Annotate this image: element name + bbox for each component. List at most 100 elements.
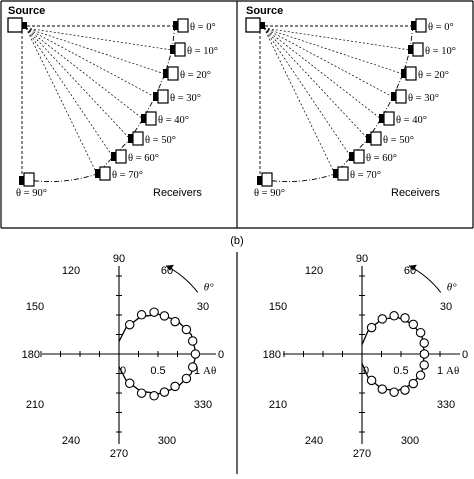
receiver-angle-label: θ = 40° bbox=[158, 115, 189, 126]
data-point bbox=[136, 388, 147, 398]
angle-label: 120 bbox=[305, 265, 323, 277]
rotation-arrowhead bbox=[165, 264, 174, 271]
rotation-label: θ° bbox=[447, 281, 457, 293]
receiver-angle-label: θ = 0° bbox=[190, 22, 216, 33]
receiver-transducer bbox=[170, 45, 175, 54]
receiver-box bbox=[23, 172, 35, 187]
angle-label: 180 bbox=[263, 349, 281, 361]
receiver-box bbox=[337, 166, 349, 181]
receiver-transducer bbox=[128, 134, 133, 143]
receiver-angle-label: θ = 60° bbox=[128, 153, 159, 164]
ray-line bbox=[263, 27, 394, 98]
ray-line bbox=[263, 27, 352, 158]
angle-label: 150 bbox=[26, 301, 44, 313]
receiver-angle-label: θ = 30° bbox=[408, 93, 439, 104]
radial-tick-label: 0 bbox=[120, 365, 126, 377]
receiver-angle-label: θ = 10° bbox=[425, 46, 456, 57]
receiver-transducer bbox=[391, 92, 396, 101]
receiver-angle-label: θ = 90° bbox=[16, 188, 47, 199]
radial-axis-label: Aθ bbox=[203, 365, 216, 377]
angle-label: 30 bbox=[440, 301, 452, 313]
radial-axis-label: Aθ bbox=[446, 365, 459, 377]
receiver-box bbox=[145, 111, 157, 126]
angle-label: 240 bbox=[62, 435, 80, 447]
data-point bbox=[124, 378, 135, 389]
receiver-box bbox=[115, 149, 127, 164]
angle-label: 180 bbox=[22, 349, 40, 361]
ray-line bbox=[25, 27, 166, 75]
receiver-angle-label: θ = 70° bbox=[112, 170, 143, 181]
angle-label: 330 bbox=[437, 399, 455, 411]
source-transducer bbox=[260, 22, 265, 29]
receiver-transducer bbox=[401, 69, 406, 78]
receiver-transducer bbox=[95, 169, 100, 178]
radial-tick-label: 1 bbox=[194, 365, 200, 377]
data-point bbox=[389, 387, 399, 397]
data-point bbox=[170, 316, 180, 327]
receiver-transducer bbox=[141, 114, 146, 123]
receiver-angle-label: θ = 30° bbox=[170, 93, 201, 104]
radial-tick-label: 0.5 bbox=[150, 365, 165, 377]
source-box bbox=[245, 17, 261, 33]
receiver-transducer bbox=[379, 114, 384, 123]
receiver-angle-label: θ = 40° bbox=[396, 115, 427, 126]
receiver-box bbox=[405, 66, 417, 81]
receiver-transducer bbox=[366, 134, 371, 143]
receivers-label: Receivers bbox=[153, 187, 202, 199]
radial-tick-label: 0.5 bbox=[393, 365, 408, 377]
angle-label: 210 bbox=[269, 399, 287, 411]
angle-label: 90 bbox=[113, 253, 125, 265]
receiver-angle-label: θ = 50° bbox=[145, 135, 176, 146]
angle-label: 240 bbox=[305, 435, 323, 447]
data-point bbox=[419, 338, 429, 348]
receiver-box bbox=[412, 42, 424, 57]
angle-label: 0 bbox=[462, 349, 468, 361]
ray-line bbox=[25, 27, 114, 158]
angle-label: 30 bbox=[197, 301, 209, 313]
rotation-arrowhead bbox=[408, 264, 417, 271]
data-point bbox=[400, 385, 410, 395]
ray-line bbox=[263, 27, 369, 140]
ray-line bbox=[263, 27, 404, 75]
receiver-transducer bbox=[257, 176, 262, 185]
data-point bbox=[124, 319, 135, 330]
data-point bbox=[415, 327, 426, 338]
receiver-angle-label: θ = 90° bbox=[254, 188, 285, 199]
angle-label: 300 bbox=[401, 435, 419, 447]
source-label: Source bbox=[8, 5, 45, 17]
receiver-angle-label: θ = 50° bbox=[383, 135, 414, 146]
data-point bbox=[419, 349, 430, 359]
data-point bbox=[389, 311, 399, 321]
receiver-angle-label: θ = 20° bbox=[418, 70, 449, 81]
data-point bbox=[366, 375, 377, 386]
data-point bbox=[408, 378, 419, 389]
receiver-transducer bbox=[111, 152, 116, 161]
angle-label: 90 bbox=[356, 253, 368, 265]
rotation-label: θ° bbox=[204, 281, 214, 293]
data-point bbox=[415, 370, 426, 381]
receiver-angle-label: θ = 60° bbox=[366, 153, 397, 164]
data-point bbox=[159, 311, 170, 321]
data-point bbox=[377, 314, 388, 324]
receiver-transducer bbox=[153, 92, 158, 101]
receiver-box bbox=[99, 166, 111, 181]
data-point bbox=[377, 384, 388, 394]
receiver-box bbox=[383, 111, 395, 126]
receiver-transducer bbox=[19, 176, 24, 185]
angle-label: 150 bbox=[269, 301, 287, 313]
angle-label: 270 bbox=[110, 448, 128, 460]
data-point bbox=[159, 387, 170, 397]
data-point bbox=[136, 310, 147, 320]
data-point bbox=[181, 324, 192, 335]
data-point bbox=[187, 336, 198, 346]
data-point bbox=[190, 349, 201, 359]
receiver-transducer bbox=[333, 169, 338, 178]
receiver-box bbox=[174, 42, 186, 57]
ray-line bbox=[25, 27, 173, 51]
angle-label: 330 bbox=[194, 399, 212, 411]
